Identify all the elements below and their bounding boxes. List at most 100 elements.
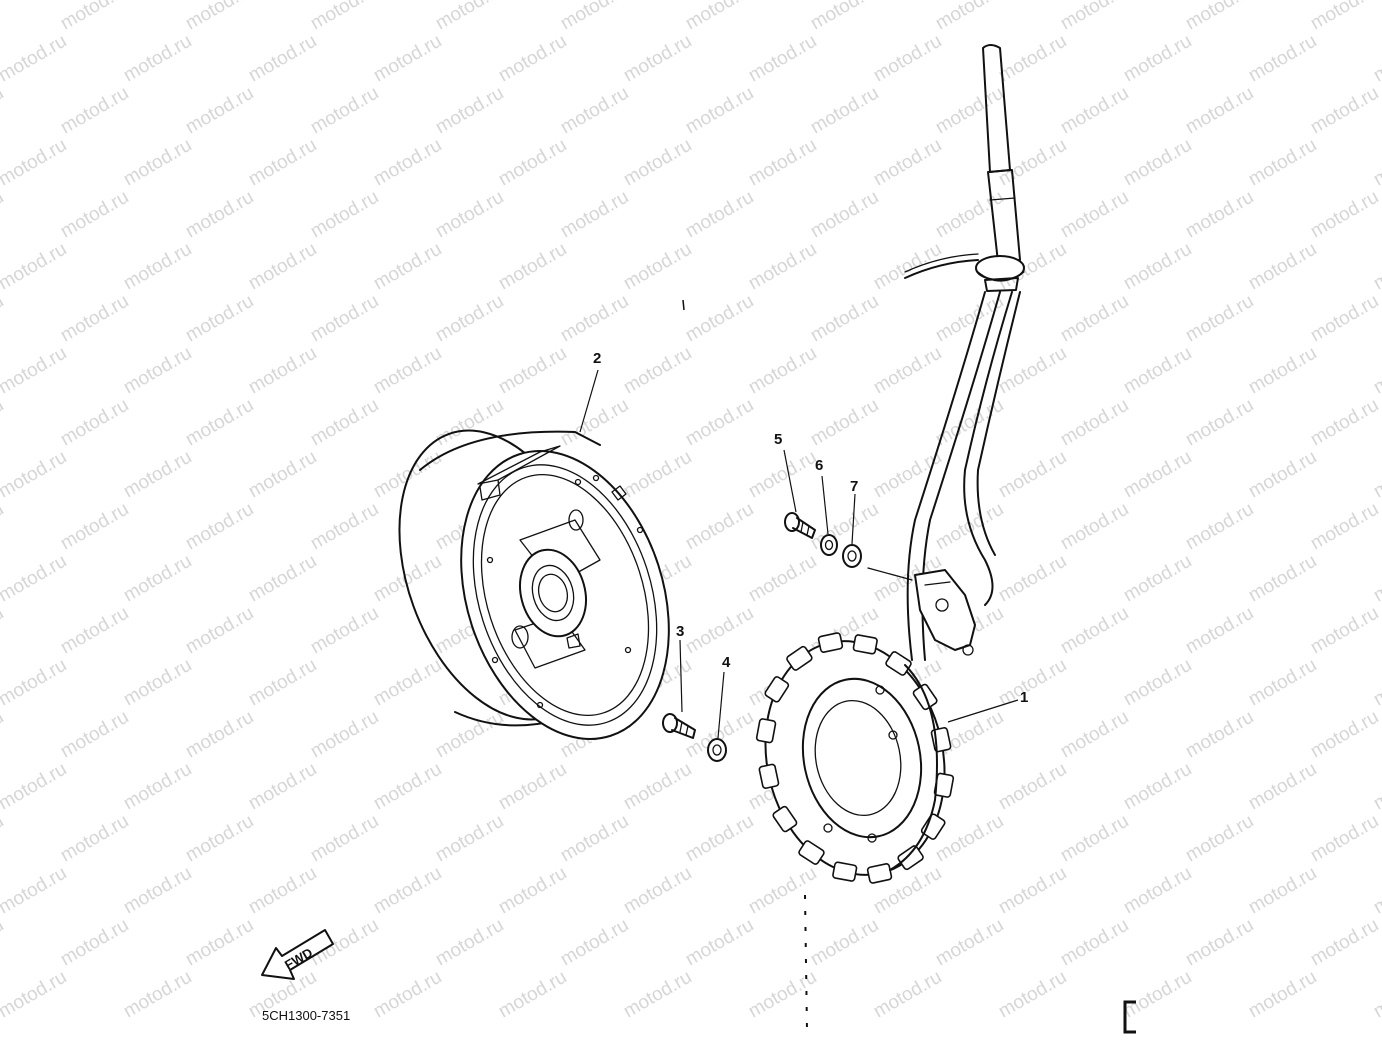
watermark-text: motod.ru [1182,499,1257,555]
callout-leaders [579,369,1019,739]
callout-3: 3 [676,623,684,640]
watermark-text: motod.ru [745,31,820,87]
watermark-text: motod.ru [870,135,945,191]
watermark-text: motod.ru [0,707,7,763]
watermark-text: motod.ru [0,655,70,711]
watermark-text: motod.ru [1307,395,1382,451]
watermark-text: motod.ru [1057,915,1132,971]
watermark-text: motod.ru [1182,811,1257,867]
watermark-text: motod.ru [620,31,695,87]
watermark-text: motod.ru [0,759,70,815]
watermark-text: motod.ru [1182,0,1257,34]
watermark-text: motod.ru [1057,811,1132,867]
watermark-text: motod.ru [620,343,695,399]
callout-7: 7 [850,478,858,495]
watermark-text: motod.ru [1057,291,1132,347]
watermark-text: motod.ru [495,967,570,1023]
stator-coil-tooth [852,634,878,655]
watermark-text: motod.ru [307,83,382,139]
watermark-text: motod.ru [370,551,445,607]
watermark-text: motod.ru [245,863,320,919]
center-axis-line [804,894,808,1031]
watermark-text: motod.ru [370,655,445,711]
watermark-text: motod.ru [432,811,507,867]
watermark-text: motod.ru [557,915,632,971]
stator-coil-tooth [772,805,798,833]
watermark-text: motod.ru [1245,759,1320,815]
watermark-text: motod.ru [307,395,382,451]
watermark-text: motod.ru [995,655,1070,711]
washer-part-4[interactable] [707,738,727,762]
watermark-text: motod.ru [745,343,820,399]
watermark-text: motod.ru [1182,395,1257,451]
watermark-text: motod.ru [0,239,70,295]
bolt-part-5[interactable] [784,512,816,539]
watermark-text: motod.ru [0,447,70,503]
watermark-text: motod.ru [307,603,382,659]
watermark-text: motod.ru [1120,31,1195,87]
watermark-text: motod.ru [1370,551,1382,607]
watermark-text: motod.ru [0,811,7,867]
watermark-text: motod.ru [1057,707,1132,763]
watermark-text: motod.ru [1245,863,1320,919]
watermark-text: motod.ru [1182,707,1257,763]
watermark-text: motod.ru [120,135,195,191]
watermark-text: motod.ru [120,551,195,607]
watermark-text: motod.ru [1057,499,1132,555]
watermark-text: motod.ru [1370,759,1382,815]
watermark-text: motod.ru [620,447,695,503]
watermark-text: motod.ru [1307,187,1382,243]
watermark-text: motod.ru [1057,603,1132,659]
watermark-text: motod.ru [370,239,445,295]
watermark-text: motod.ru [432,707,507,763]
watermark-text: motod.ru [807,187,882,243]
watermark-text: motod.ru [57,915,132,971]
watermark-text: motod.ru [495,759,570,815]
watermark-text: motod.ru [120,863,195,919]
watermark-text: motod.ru [932,915,1007,971]
watermark-text: motod.ru [745,967,820,1023]
watermark-text: motod.ru [1120,239,1195,295]
watermark-text: motod.ru [120,31,195,87]
wiring-harness[interactable] [867,44,1025,661]
watermark-text: motod.ru [1370,343,1382,399]
watermark-text: motod.ru [995,967,1070,1023]
watermark-text: motod.ru [245,655,320,711]
watermark-text: motod.ru [807,83,882,139]
watermark-text: motod.ru [245,447,320,503]
watermark-text: motod.ru [1370,135,1382,191]
flywheel-rotor[interactable] [362,403,704,766]
watermark-text: motod.ru [57,811,132,867]
watermark-text: motod.ru [682,395,757,451]
watermark-text: motod.ru [932,811,1007,867]
watermark-text: motod.ru [120,967,195,1023]
stator-coil-tooth [764,676,790,703]
watermark-text: motod.ru [1307,499,1382,555]
watermark-text: motod.ru [682,811,757,867]
callout-1: 1 [1020,689,1028,706]
watermark-text: motod.ru [682,915,757,971]
watermark-text: motod.ru [1120,135,1195,191]
watermark-text: motod.ru [557,811,632,867]
watermark-text: motod.ru [0,187,7,243]
lock-washer-part-6[interactable] [820,534,838,556]
watermark-text: motod.ru [307,187,382,243]
stator-coil-tooth [885,651,912,676]
watermark-text: motod.ru [1245,967,1320,1023]
watermark-text: motod.ru [0,135,70,191]
watermark-text: motod.ru [620,135,695,191]
watermark-text: motod.ru [1057,187,1132,243]
washer-part-7[interactable] [842,544,862,568]
watermark-text: motod.ru [1370,967,1382,1023]
watermark-text: motod.ru [495,135,570,191]
stator-assembly[interactable] [744,624,965,891]
watermark-text: motod.ru [1182,603,1257,659]
bolt-part-3[interactable] [662,713,696,739]
watermark-text: motod.ru [57,395,132,451]
watermark-text: motod.ru [182,707,257,763]
stator-coil-tooth [758,763,780,789]
watermark-text: motod.ru [245,551,320,607]
watermark-text: motod.ru [1307,811,1382,867]
